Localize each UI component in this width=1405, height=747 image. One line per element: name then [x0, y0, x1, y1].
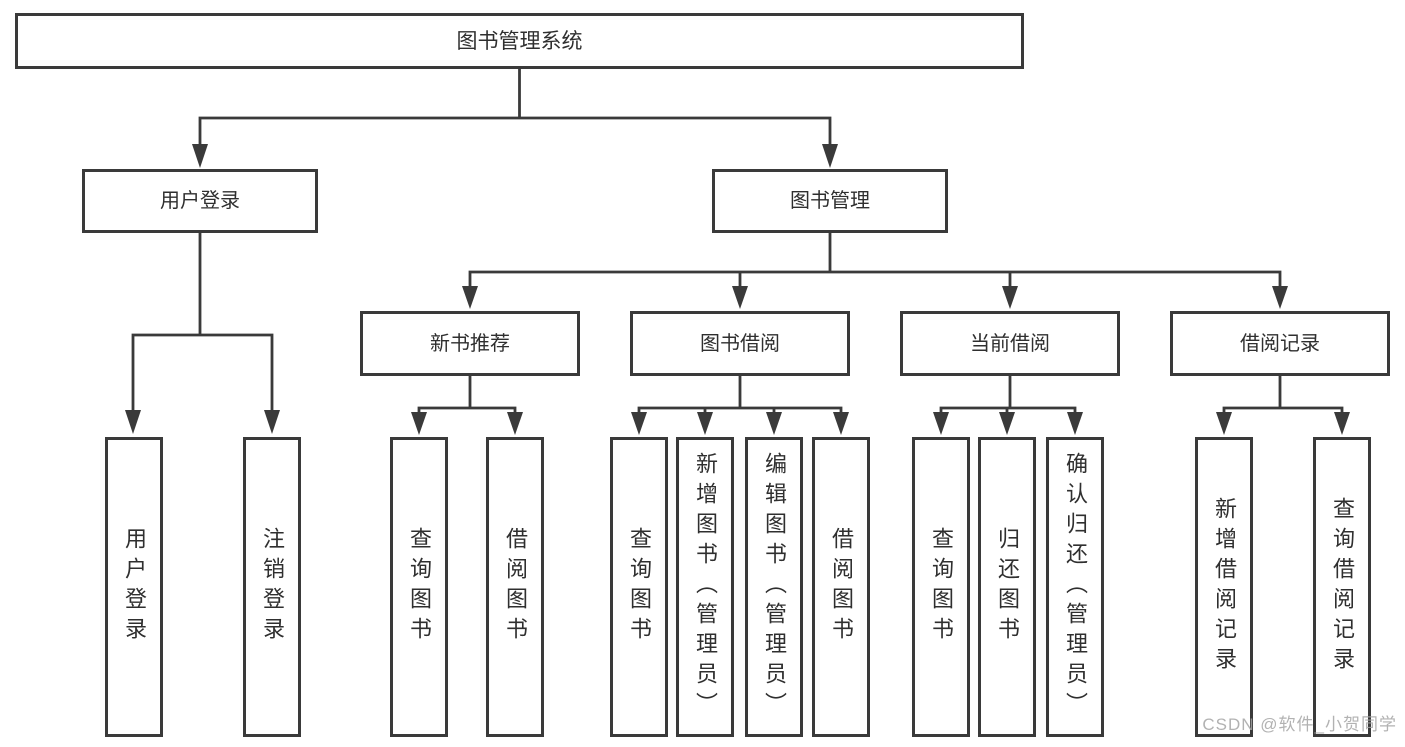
connector-borrow-records-to-leaves: [1216, 374, 1350, 435]
node-user-login: 用户登录: [82, 169, 318, 233]
connector-book-management-to-level3: [462, 231, 1288, 309]
connector-book-borrow-to-leaves: [631, 374, 849, 435]
leaf-logout: 注销登录: [243, 437, 301, 737]
leaf-query-books-current: 查询图书: [912, 437, 970, 737]
leaf-query-borrow-record-label: 查询借阅记录: [1330, 497, 1355, 677]
leaf-return-book: 归还图书: [978, 437, 1036, 737]
node-borrow-records: 借阅记录: [1170, 311, 1390, 376]
node-current-borrow: 当前借阅: [900, 311, 1120, 376]
leaf-query-books-borrow: 查询图书: [610, 437, 668, 737]
node-new-book-recommend: 新书推荐: [360, 311, 580, 376]
leaf-add-borrow-record-label: 新增借阅记录: [1212, 497, 1237, 677]
node-library-system: 图书管理系统: [15, 13, 1024, 69]
leaf-query-books-recommend: 查询图书: [390, 437, 448, 737]
connector-current-borrow-to-leaves: [933, 374, 1083, 435]
leaf-borrow-books-recommend: 借阅图书: [486, 437, 544, 737]
leaf-confirm-return-admin-label: 确认归还（管理员）: [1063, 452, 1088, 722]
node-new-book-recommend-label: 新书推荐: [430, 332, 510, 355]
connector-root-to-level2: [192, 67, 838, 168]
leaf-logout-label: 注销登录: [260, 527, 285, 647]
connector-user-login-to-leaves: [125, 231, 280, 434]
node-book-borrow: 图书借阅: [630, 311, 850, 376]
leaf-borrow-books: 借阅图书: [812, 437, 870, 737]
connector-new-book-recommend-to-leaves: [411, 374, 523, 435]
leaf-borrow-books-label: 借阅图书: [829, 527, 854, 647]
leaf-borrow-books-recommend-label: 借阅图书: [503, 527, 528, 647]
node-book-borrow-label: 图书借阅: [700, 332, 780, 355]
leaf-edit-book-admin-label: 编辑图书（管理员）: [762, 452, 787, 722]
leaf-query-books-recommend-label: 查询图书: [407, 527, 432, 647]
leaf-return-book-label: 归还图书: [995, 527, 1020, 647]
node-user-login-label: 用户登录: [160, 190, 240, 212]
node-borrow-records-label: 借阅记录: [1240, 332, 1320, 355]
leaf-add-book-admin-label: 新增图书（管理员）: [693, 452, 718, 722]
leaf-query-books-current-label: 查询图书: [929, 527, 954, 647]
leaf-query-books-borrow-label: 查询图书: [627, 527, 652, 647]
leaf-user-login: 用户登录: [105, 437, 163, 737]
leaf-query-borrow-record: 查询借阅记录: [1313, 437, 1371, 737]
leaf-edit-book-admin: 编辑图书（管理员）: [745, 437, 803, 737]
leaf-add-book-admin: 新增图书（管理员）: [676, 437, 734, 737]
leaf-user-login-label: 用户登录: [122, 527, 147, 647]
node-library-system-label: 图书管理系统: [456, 29, 583, 53]
leaf-confirm-return-admin: 确认归还（管理员）: [1046, 437, 1104, 737]
node-current-borrow-label: 当前借阅: [970, 332, 1050, 355]
node-book-management: 图书管理: [712, 169, 948, 233]
csdn-watermark: CSDN @软件_小贺同学: [1202, 715, 1397, 734]
leaf-add-borrow-record: 新增借阅记录: [1195, 437, 1253, 737]
node-book-management-label: 图书管理: [790, 190, 870, 212]
